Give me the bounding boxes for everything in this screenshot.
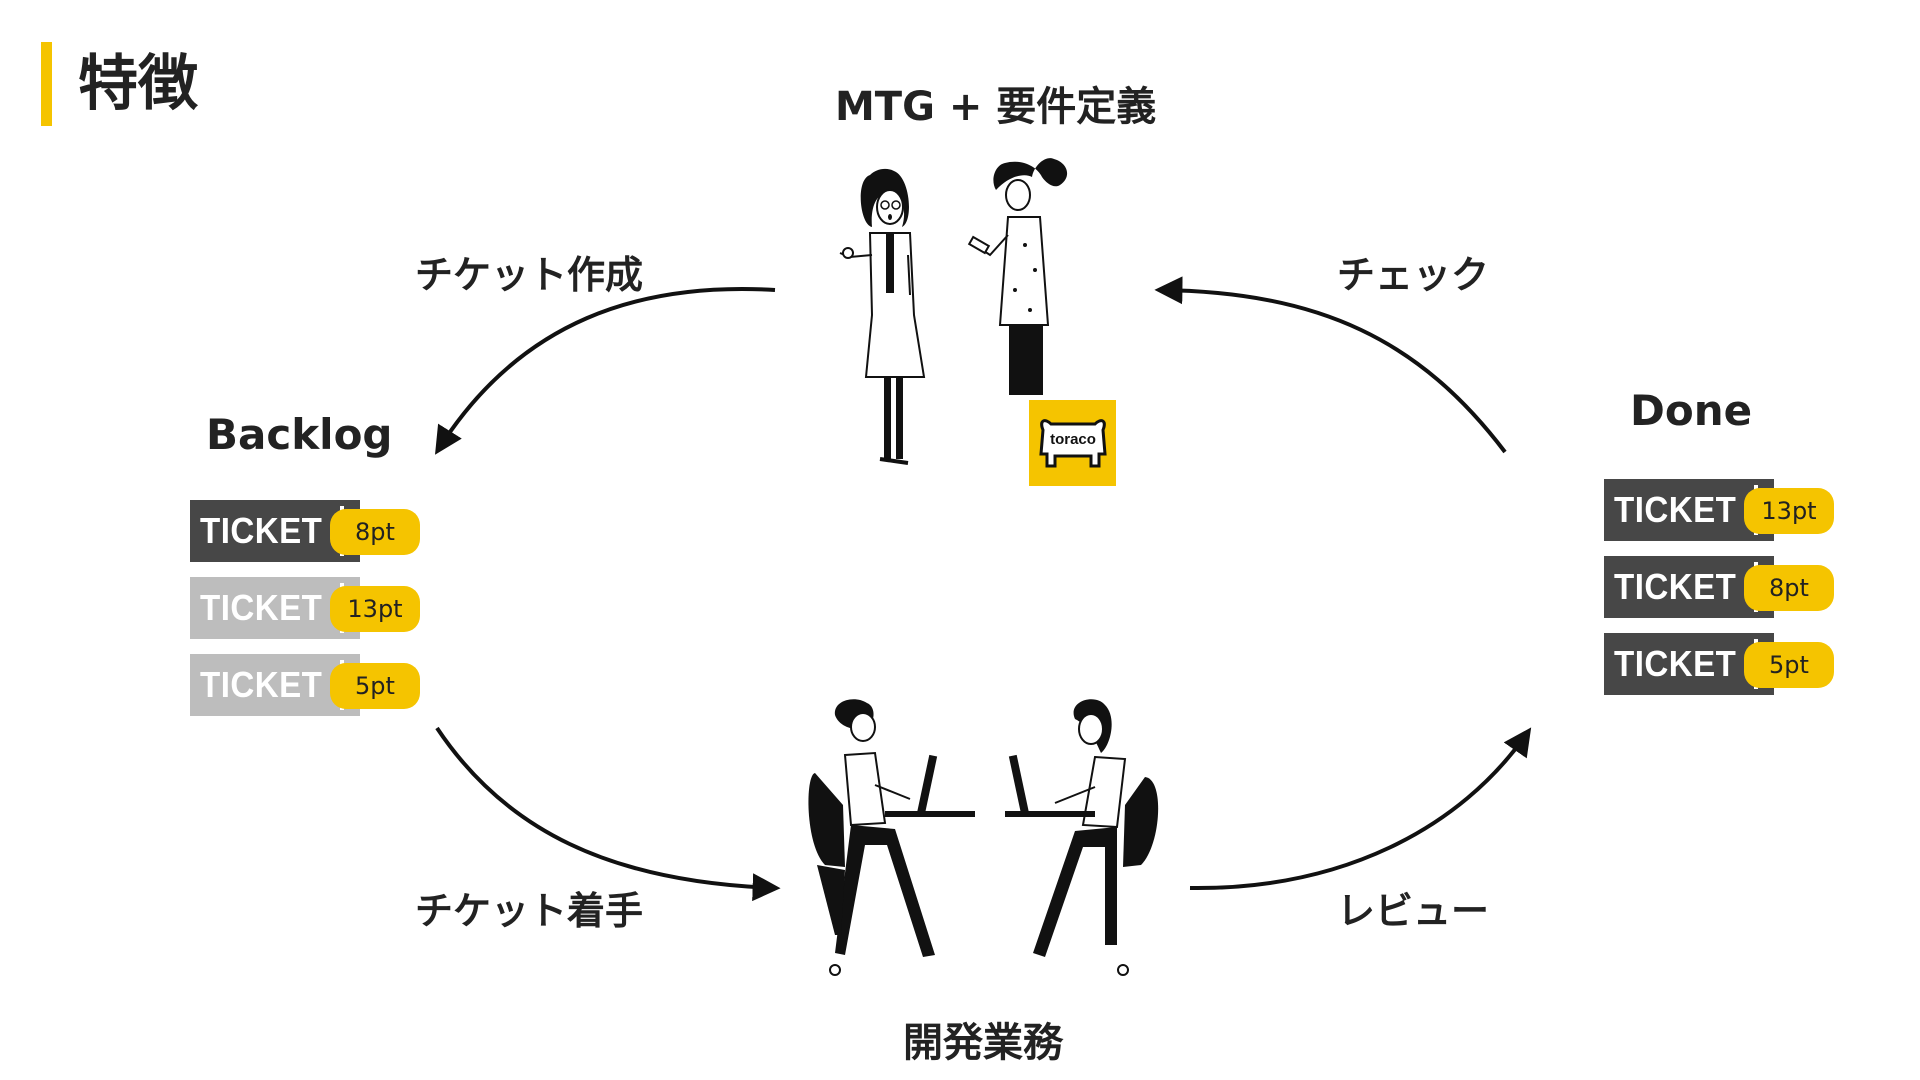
arrow-to-backlog — [435, 287, 776, 455]
story-points-badge: 8pt — [1744, 565, 1834, 611]
stage-label-dev: 開発業務 — [903, 1020, 1063, 1066]
done-ticket-3: TICKET 5pt — [1604, 633, 1834, 695]
ticket-label: TICKET — [200, 587, 323, 628]
ticket-label: TICKET — [200, 510, 323, 551]
story-points-badge: 13pt — [330, 586, 420, 632]
ticket-label: TICKET — [200, 664, 323, 705]
stage-label-done: Done — [1630, 386, 1753, 435]
slide-title: 特徴 — [78, 49, 198, 119]
story-points-badge: 5pt — [1744, 642, 1834, 688]
arrow-done-to-mtg — [1154, 276, 1507, 454]
done-ticket-1: TICKET 13pt — [1604, 479, 1834, 541]
svg-text:toraco: toraco — [1050, 431, 1096, 448]
step-label-check: チェック — [1337, 253, 1490, 297]
ticket-label: TICKET — [1614, 643, 1737, 684]
stage-label-mtg: MTG + 要件定義 — [835, 84, 1157, 130]
step-label-create-ticket: チケット作成 — [415, 253, 644, 297]
backlog-ticket-1: TICKET 8pt — [190, 500, 420, 562]
step-label-start-ticket: チケット着手 — [415, 889, 644, 933]
stage-label-backlog: Backlog — [206, 410, 393, 459]
toraco-logo: toraco — [1029, 400, 1116, 486]
developers-illustration — [808, 699, 1159, 976]
developer-woman-figure — [1005, 699, 1159, 976]
woman-writing-figure — [967, 158, 1068, 395]
done-ticket-2: TICKET 8pt — [1604, 556, 1834, 618]
backlog-ticket-3: TICKET 5pt — [190, 654, 420, 716]
story-points-badge: 13pt — [1744, 488, 1834, 534]
story-points-badge: 5pt — [330, 663, 420, 709]
step-label-review: レビュー — [1337, 889, 1490, 933]
developer-man-figure — [808, 699, 975, 976]
ticket-label: TICKET — [1614, 489, 1737, 530]
backlog-ticket-2: TICKET 13pt — [190, 577, 420, 639]
title-accent-bar — [41, 42, 52, 126]
woman-speaking-figure — [839, 168, 926, 465]
meeting-people-illustration — [839, 158, 1068, 465]
ticket-label: TICKET — [1614, 566, 1737, 607]
arrow-backlog-to-dev — [435, 726, 781, 902]
story-points-badge: 8pt — [330, 509, 420, 555]
arrow-dev-to-done — [1189, 727, 1532, 891]
